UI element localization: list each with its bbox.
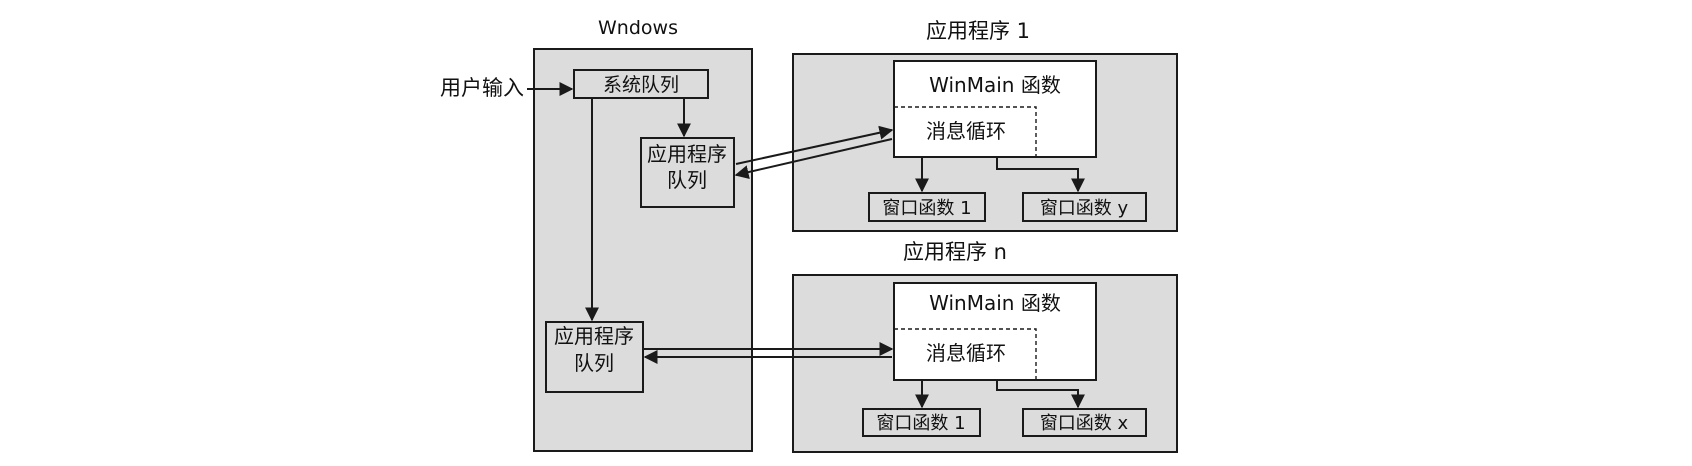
appn-title: 应用程序 n (903, 240, 1007, 264)
appn-wndproc-1-box (862, 408, 981, 437)
appq1-to-app1-loop-arrow (735, 125, 894, 165)
system-queue-box (573, 69, 709, 99)
app1-loop-to-appq1-arrow (734, 138, 893, 179)
app-queue-1-box (640, 137, 735, 208)
app1-loop-to-wndprocy-arrow (996, 157, 1085, 193)
app-queue-n-label-line2: 队列 (574, 351, 614, 375)
appn-wndproc-x-box (1022, 408, 1147, 437)
app1-wndproc-1-box (868, 192, 986, 222)
app1-winmain-box (893, 60, 1097, 158)
app1-msg-loop-divider (894, 106, 1037, 157)
appn-wndproc-1-label: 窗口函数 1 (876, 413, 965, 434)
app-queue-1-label-line1: 应用程序 (647, 142, 727, 166)
app1-wndproc-1-label: 窗口函数 1 (882, 198, 971, 219)
appn-msg-loop-label: 消息循环 (926, 341, 1006, 365)
app1-msg-loop-label: 消息循环 (926, 119, 1006, 143)
app1-title: 应用程序 1 (926, 19, 1030, 43)
appn-msg-loop-divider (894, 328, 1037, 380)
appn-winmain-box (893, 282, 1097, 381)
windows-title: Wndows (598, 17, 678, 39)
appn-wndproc-x-label: 窗口函数 x (1040, 413, 1129, 434)
appn-winmain-label: WinMain 函数 (929, 291, 1061, 315)
app-queue-1-label-line2: 队列 (667, 168, 707, 192)
user-input-label: 用户输入 (440, 76, 524, 100)
app1-wndproc-y-box (1022, 192, 1147, 222)
app1-wndproc-y-label: 窗口函数 y (1040, 198, 1129, 219)
app-queue-n-box (545, 321, 644, 393)
appn-loop-to-wndprocx-arrow (996, 380, 1085, 409)
system-queue-label: 系统队列 (603, 74, 679, 96)
app1-winmain-label: WinMain 函数 (929, 73, 1061, 97)
app-queue-n-label-line1: 应用程序 (554, 324, 634, 348)
